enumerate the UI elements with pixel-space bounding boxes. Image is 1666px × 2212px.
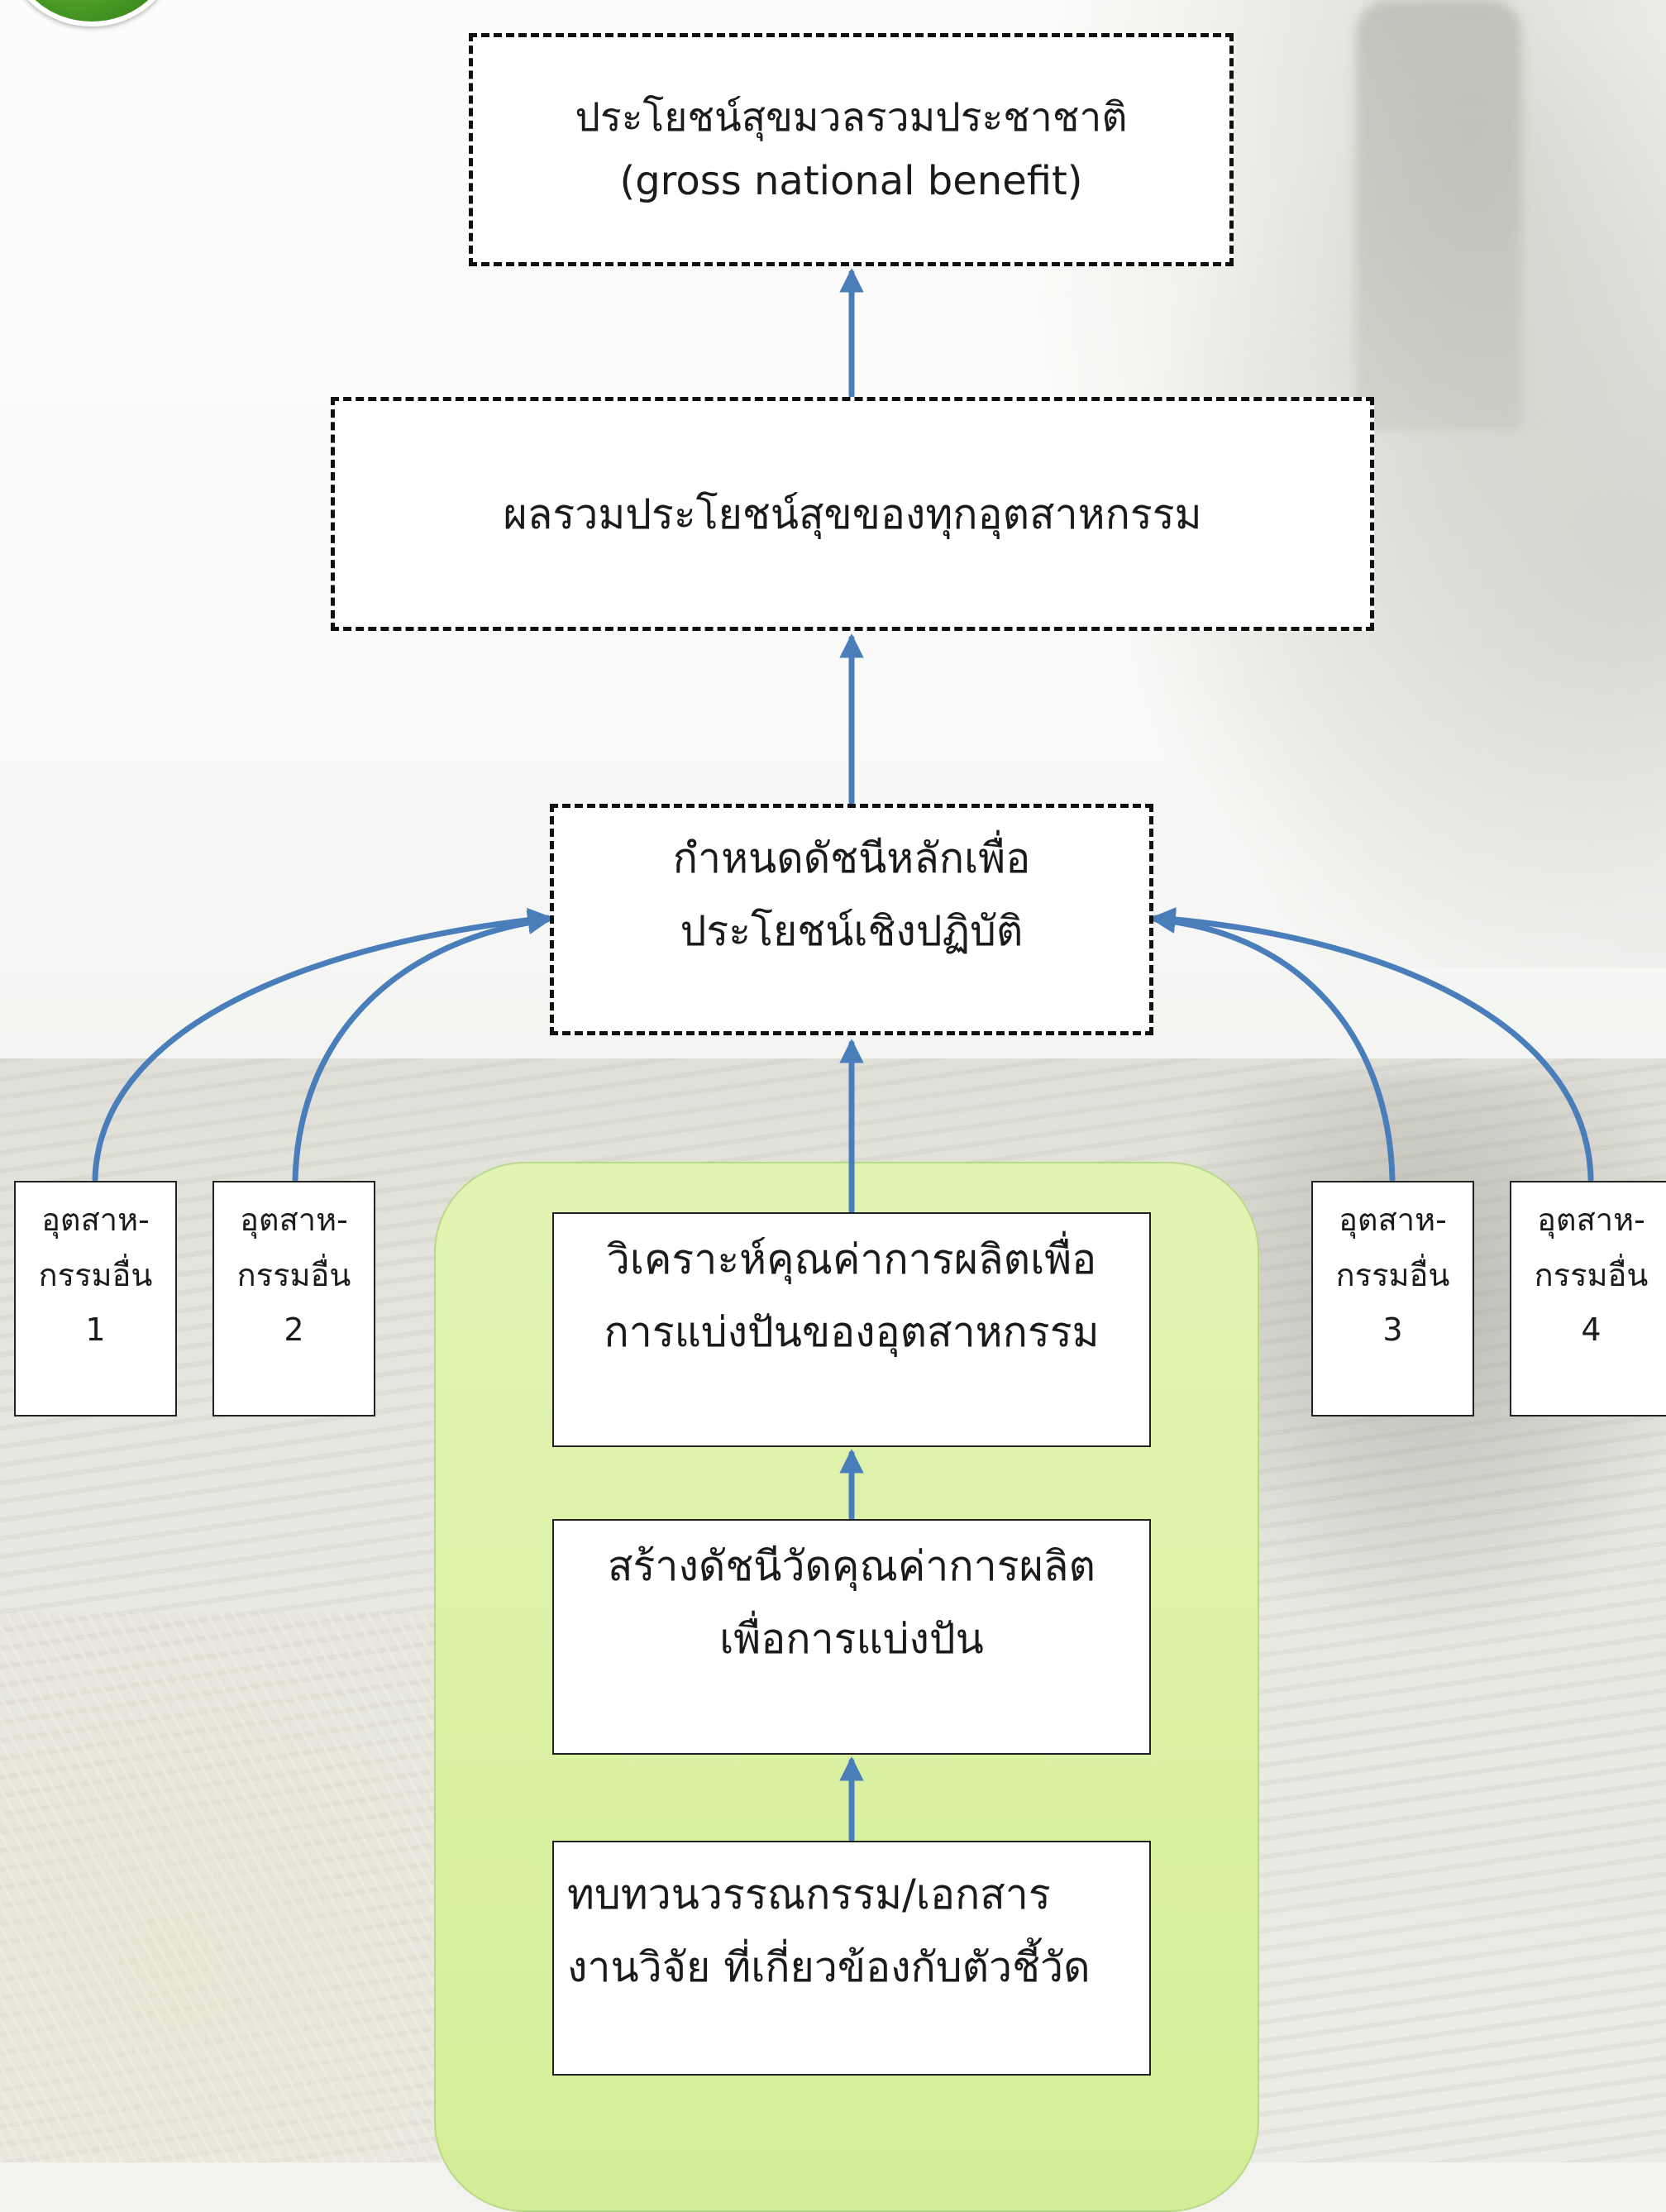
review-line-1: ทบทวนวรรณกรรม/เอกสาร [567,1870,1051,1918]
other-industry-box-2: อุตสาห- กรรมอื่น 2 [212,1181,375,1417]
key-index-box: กำหนดดัชนีหลักเพื่อ ประโยชน์เชิงปฏิบัติ [550,804,1153,1035]
other-industry-line-1: อุตสาห- [1339,1202,1447,1238]
other-industry-line-2: กรรมอื่น [236,1256,351,1293]
analyze-line-1: วิเคราะห์คุณค่าการผลิตเพื่อ [606,1235,1097,1283]
analyze-line-2: การแบ่งปันของอุตสาหกรรม [604,1307,1100,1356]
other-industry-line-1: อุตสาห- [240,1202,348,1238]
other-industry-line-1: อุตสาห- [1537,1202,1645,1238]
industry-sum-box: ผลรวมประโยชน์สุขของทุกอุตสาหกรรม [331,397,1374,631]
other-industry-number: 1 [85,1311,106,1348]
key-index-line-1: กำหนดดัชนีหลักเพื่อ [672,834,1031,882]
other-industry-line-2: กรรมอื่น [1335,1256,1450,1293]
analyze-value-box: วิเคราะห์คุณค่าการผลิตเพื่อ การแบ่งปันขอ… [552,1212,1151,1447]
other-industry-box-4: อุตสาห- กรรมอื่น 4 [1510,1181,1666,1417]
create-line-1: สร้างดัชนีวัดคุณค่าการผลิต [608,1542,1096,1590]
other-industry-box-1: อุตสาห- กรรมอื่น 1 [14,1181,177,1417]
other-industry-line-2: กรรมอื่น [1534,1256,1649,1293]
other-industry-line-1: อุตสาห- [41,1202,150,1238]
create-index-box: สร้างดัชนีวัดคุณค่าการผลิต เพื่อการแบ่งป… [552,1519,1151,1755]
industry-sum-text: ผลรวมประโยชน์สุขของทุกอุตสาหกรรม [503,490,1202,538]
create-line-2: เพื่อการแบ่งปัน [719,1614,984,1663]
other-industry-line-2: กรรมอื่น [38,1256,153,1293]
gross-national-benefit-box: ประโยชน์สุขมวลรวมประชาชาติ (gross nation… [469,33,1234,266]
gnb-title: ประโยชน์สุขมวลรวมประชาชาติ [575,94,1128,141]
gnb-subtitle: (gross national benefit) [619,158,1083,204]
background-person [1356,0,1521,430]
other-industry-number: 2 [284,1311,304,1348]
review-line-2: งานวิจัย ที่เกี่ยวข้องกับตัวชี้วัด [567,1942,1091,1991]
other-industry-number: 4 [1581,1311,1602,1348]
other-industry-box-3: อุตสาห- กรรมอื่น 3 [1311,1181,1474,1417]
key-index-line-2: ประโยชน์เชิงปฏิบัติ [680,906,1024,955]
other-industry-number: 3 [1382,1311,1403,1348]
literature-review-box: ทบทวนวรรณกรรม/เอกสาร งานวิจัย ที่เกี่ยวข… [552,1841,1151,2076]
